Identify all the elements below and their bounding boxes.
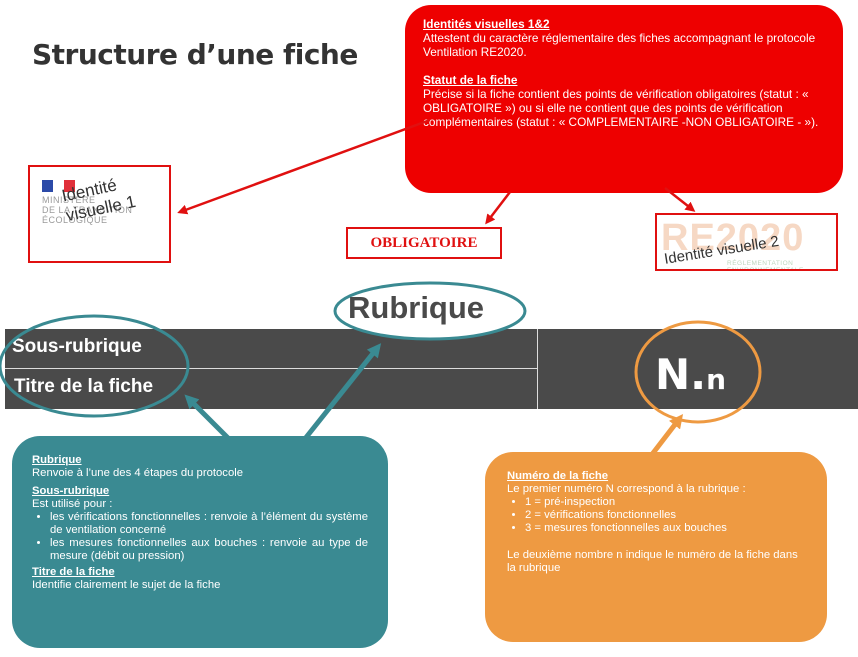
red-callout: Identités visuelles 1&2 Attestent du car… (405, 5, 843, 193)
list-item: 3 = mesures fonctionnelles aux bouches (525, 522, 805, 535)
status-title: Statut de la fiche (423, 73, 518, 87)
list-item: 1 = pré-inspection (525, 496, 805, 509)
teal-rubrique-title: Rubrique (32, 454, 82, 466)
sous-titre-ellipse (0, 314, 190, 418)
identity-visual-2: RE2020 RÉGLEMENTATION ENVIRONNEMENTALE I… (655, 213, 838, 271)
titre-fiche-label: Titre de la fiche (14, 376, 154, 397)
teal-sous-title: Sous-rubrique (32, 485, 110, 497)
list-item: les vérifications fonctionnelles : renvo… (50, 511, 368, 537)
arrow-orange (648, 414, 684, 459)
status-text: Précise si la fiche contient des points … (423, 87, 819, 129)
sheet-number-minor: n (706, 363, 727, 396)
teal-sous-list: les vérifications fonctionnelles : renvo… (32, 511, 368, 563)
sous-rubrique-label: Sous-rubrique (12, 336, 142, 357)
arrow-to-status (485, 191, 511, 225)
ministry-logo-text: MINISTÈRE DE LA TRANSITION ÉCOLOGIQUE (42, 195, 133, 225)
orange-callout: Numéro de la fiche Le premier numéro N c… (485, 452, 827, 642)
sheet-number: N.n (655, 350, 726, 399)
orange-title: Numéro de la fiche (507, 470, 609, 482)
sheet-number-major: N. (655, 350, 707, 399)
re2020-logo: RE2020 (661, 217, 805, 259)
teal-titre-text: Identifie clairement le sujet de la fich… (32, 579, 221, 591)
identity-text: Attestent du caractère réglementaire des… (423, 31, 816, 59)
teal-titre-title: Titre de la fiche (32, 566, 115, 578)
teal-callout: Rubrique Renvoie à l’une des 4 étapes du… (12, 436, 388, 648)
bar-column-divider (537, 329, 538, 409)
rubrique-ellipse (333, 281, 527, 341)
arrow-to-identity-2 (664, 187, 696, 212)
bar-row-divider (5, 329, 537, 369)
page-title: Structure d’une fiche (32, 38, 358, 71)
arrow-teal-right (302, 343, 382, 442)
orange-intro: Le premier numéro N correspond à la rubr… (507, 483, 746, 495)
french-flag-icon (42, 179, 76, 192)
number-ellipse (634, 320, 762, 424)
identity-title: Identités visuelles 1&2 (423, 17, 550, 31)
arrow-to-identity-1 (177, 118, 431, 215)
arrow-teal-left (184, 394, 232, 442)
identity-visual-1: MINISTÈRE DE LA TRANSITION ÉCOLOGIQUE Id… (28, 165, 171, 263)
teal-rubrique-text: Renvoie à l’une des 4 étapes du protocol… (32, 467, 244, 479)
list-item: les mesures fonctionnelles aux bouches :… (50, 537, 368, 563)
orange-list: 1 = pré-inspection 2 = vérifications fon… (507, 496, 805, 535)
re2020-logo-subtitle: RÉGLEMENTATION ENVIRONNEMENTALE (727, 260, 804, 271)
status-badge: OBLIGATOIRE (346, 227, 502, 259)
orange-outro: Le deuxième nombre n indique le numéro d… (507, 549, 798, 574)
header-bar (5, 329, 858, 409)
rubrique-label: Rubrique (348, 290, 485, 325)
list-item: 2 = vérifications fonctionnelles (525, 509, 805, 522)
teal-sous-intro: Est utilisé pour : (32, 498, 113, 510)
